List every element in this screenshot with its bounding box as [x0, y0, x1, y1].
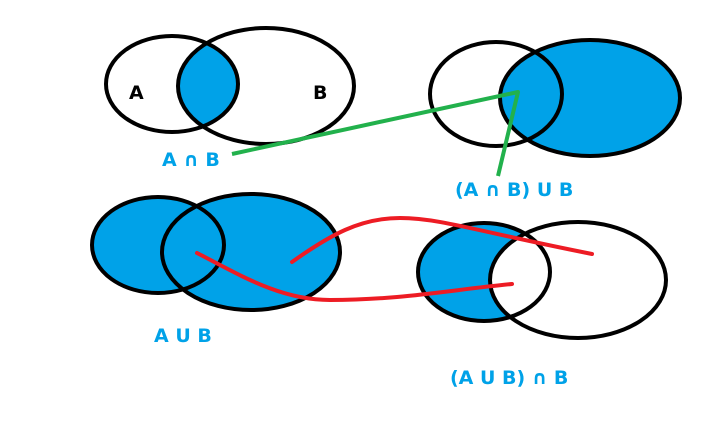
set-a-circle	[416, 221, 552, 323]
set-a-circle	[90, 195, 226, 295]
intersection-union-b-label: (A ∩ B) U B	[455, 179, 573, 201]
set-b-circle	[498, 38, 682, 158]
overlap-blank	[490, 223, 550, 321]
set-b-circle	[160, 192, 342, 312]
set-a-label: A	[129, 82, 144, 104]
set-a-circle	[428, 40, 564, 148]
diagram-union: A U B	[90, 192, 342, 347]
red-connector-lower	[195, 251, 514, 303]
diagram-intersection: A B A ∩ B	[104, 26, 356, 171]
set-b-label: B	[313, 82, 327, 104]
union-intersection-b-label: (A U B) ∩ B	[450, 367, 568, 389]
intersection-label: A ∩ B	[162, 149, 220, 171]
set-b-circle	[176, 26, 356, 146]
set-b-fill	[162, 194, 340, 310]
union-label: A U B	[154, 325, 212, 347]
red-connector-upper	[290, 215, 594, 264]
diagram-intersection-union-b: (A ∩ B) U B	[428, 38, 682, 201]
set-b-circle	[488, 220, 668, 340]
set-a-circle	[104, 34, 240, 134]
diagram-union-intersection-b: (A U B) ∩ B	[416, 220, 668, 389]
green-connector	[231, 90, 520, 177]
